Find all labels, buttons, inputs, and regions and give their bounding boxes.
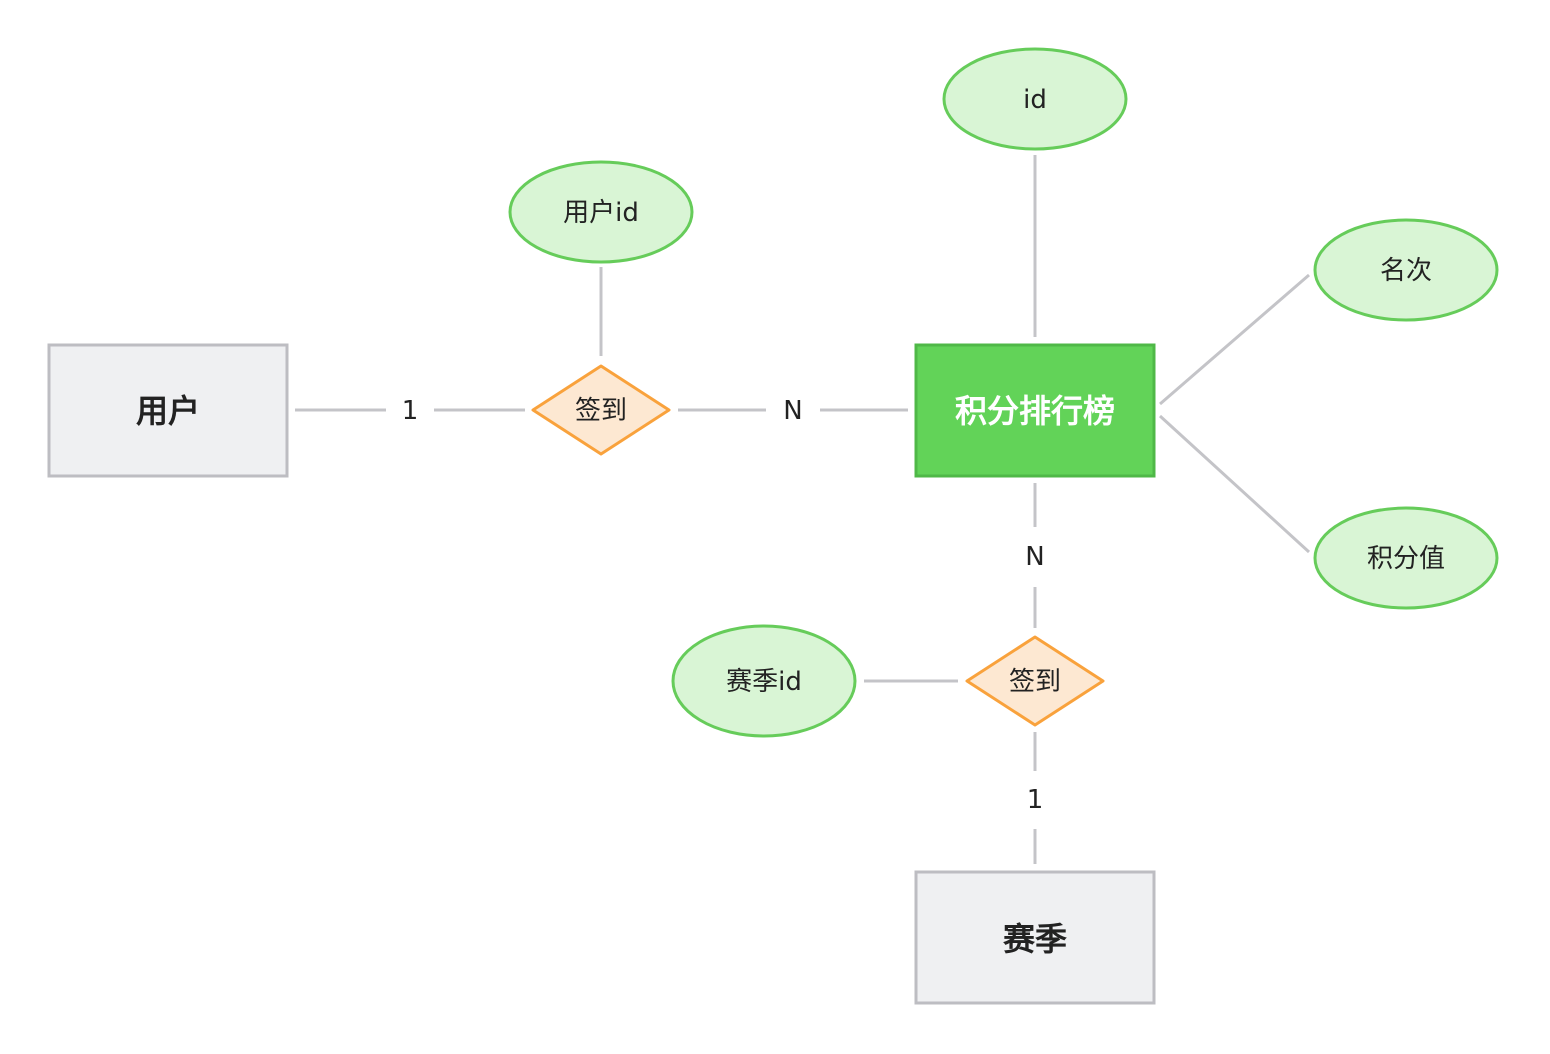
attribute-id[interactable]: id	[942, 47, 1128, 151]
entity-leaderboard-label: 积分排行榜	[955, 392, 1115, 430]
attribute-user-id-label: 用户id	[563, 198, 639, 228]
relationship-season-leaderboard-label: 签到	[1009, 667, 1061, 697]
connector-lines	[295, 155, 1311, 864]
attribute-user-id-ellipse	[508, 160, 694, 264]
cardinality-leaderboard-user-side: N	[783, 396, 802, 426]
attribute-season-id[interactable]: 赛季id	[671, 624, 857, 738]
relationship-user-leaderboard-diamond	[531, 364, 671, 456]
attribute-points-label: 积分值	[1367, 544, 1445, 574]
line-leaderboard-to-points	[1158, 414, 1311, 554]
entity-season-box	[914, 870, 1156, 1005]
attribute-id-ellipse	[942, 47, 1128, 151]
attribute-points[interactable]: 积分值	[1313, 506, 1499, 610]
attribute-rank[interactable]: 名次	[1313, 218, 1499, 322]
attribute-user-id[interactable]: 用户id	[508, 160, 694, 264]
cardinality-season-side: 1	[1027, 785, 1044, 815]
attribute-id-label: id	[1023, 85, 1047, 115]
cardinality-leaderboard-season-side: N	[1025, 542, 1044, 572]
relationship-season-leaderboard-diamond	[965, 635, 1105, 727]
entity-season[interactable]: 赛季	[914, 870, 1156, 1005]
entity-user-box	[47, 343, 289, 478]
entity-leaderboard[interactable]: 积分排行榜	[914, 343, 1156, 478]
cardinality-user-side: 1	[402, 396, 419, 426]
attribute-points-ellipse	[1313, 506, 1499, 610]
entity-leaderboard-box	[914, 343, 1156, 478]
relationship-user-leaderboard-label: 签到	[575, 396, 627, 426]
line-leaderboard-to-rank	[1159, 273, 1310, 406]
attribute-rank-ellipse	[1313, 218, 1499, 322]
attribute-season-id-label: 赛季id	[726, 667, 802, 697]
entity-user[interactable]: 用户	[47, 343, 289, 478]
relationship-season-leaderboard[interactable]: 签到	[965, 635, 1105, 727]
attribute-rank-label: 名次	[1380, 256, 1432, 286]
entity-user-label: 用户	[136, 392, 200, 430]
relationship-user-leaderboard[interactable]: 签到	[531, 364, 671, 456]
entity-season-label: 赛季	[1003, 920, 1067, 958]
attribute-season-id-ellipse	[671, 624, 857, 738]
